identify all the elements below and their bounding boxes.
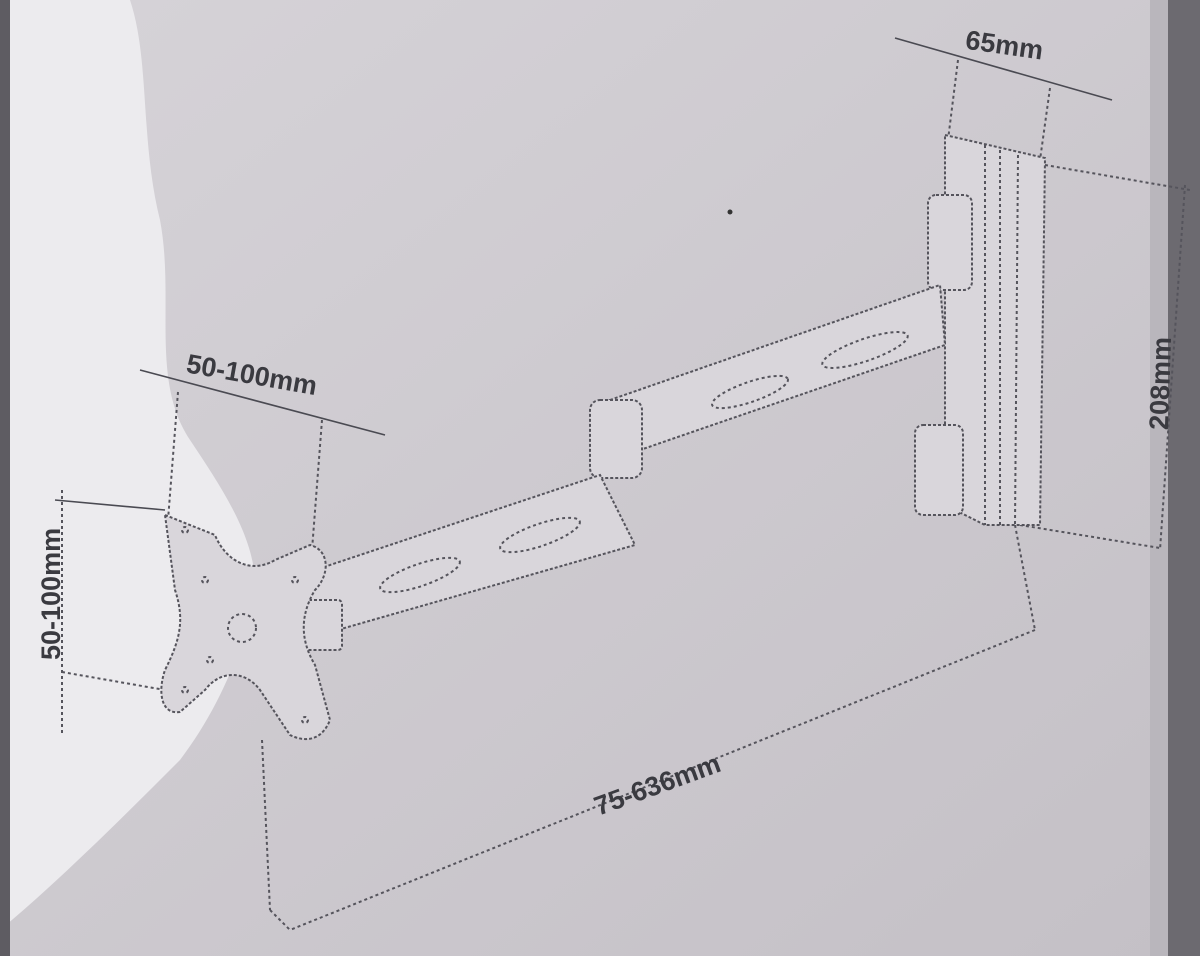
dimension-lines [54,37,1191,931]
vesa-width-dimension-line [139,369,386,436]
extension-dimension-line [289,629,1036,931]
box-edge-shade [1150,0,1168,956]
vesa-height-label: 50-100mm [36,528,66,660]
box-edge [1168,0,1200,956]
wall-plate [914,133,1047,526]
upper-arm [589,283,947,479]
vesa-plate [160,513,332,741]
left-edge [0,0,10,956]
height-label: 208mm [1144,336,1177,430]
speck [727,209,733,215]
vesa-height-dimension-line [54,499,166,511]
depth-dimension-line [894,37,1113,101]
lower-arm [298,473,637,651]
height-dimension-line [1159,184,1186,551]
